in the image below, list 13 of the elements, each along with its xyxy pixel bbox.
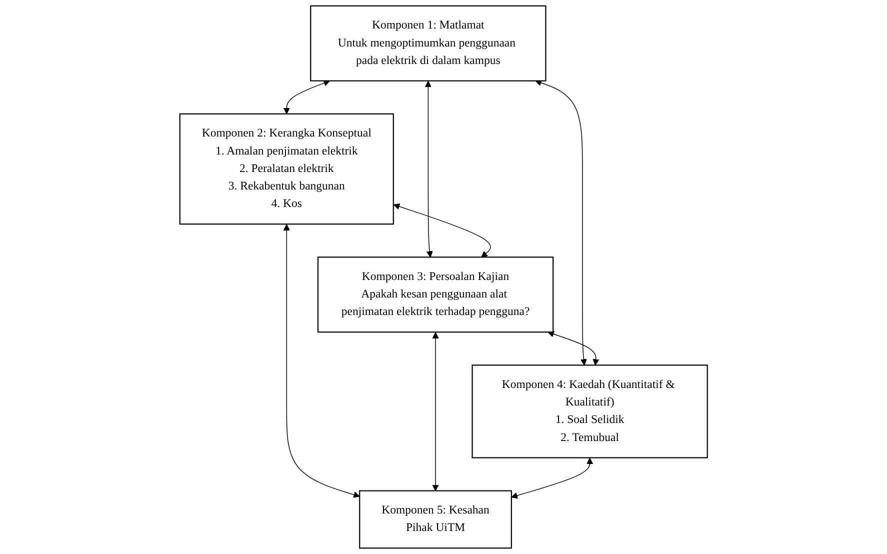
arrow bbox=[511, 458, 593, 499]
arrow bbox=[432, 332, 439, 492]
arrow bbox=[535, 80, 587, 366]
arrow bbox=[424, 80, 433, 258]
arrow bbox=[283, 80, 330, 114]
node-box: Komponen 4: Kaedah (Kuantitatif & Kualitatif) 1. Soal Selidik 2. Temubual bbox=[472, 364, 708, 458]
node-box: Komponen 2: Kerangka Konseptual 1. Amalan penjimatan elektrik 2. Peralatan elektrik 3. Rekabentuk bangunan 4. Kos bbox=[179, 113, 394, 225]
node-box: Komponen 1: Matlamat Untuk mengoptimumkan penggunaan pada elektrik di dalam kampus bbox=[310, 5, 546, 82]
node-box: Komponen 3: Persoalan Kajian Apakah kesan penggunaan alat penjimatan elektrik terhadap pengguna? bbox=[317, 256, 554, 333]
node-box: Komponen 5: Kesahan Pihak UiTM bbox=[358, 490, 512, 549]
arrow bbox=[283, 224, 360, 498]
arrow bbox=[393, 203, 491, 258]
arrow bbox=[548, 330, 599, 366]
